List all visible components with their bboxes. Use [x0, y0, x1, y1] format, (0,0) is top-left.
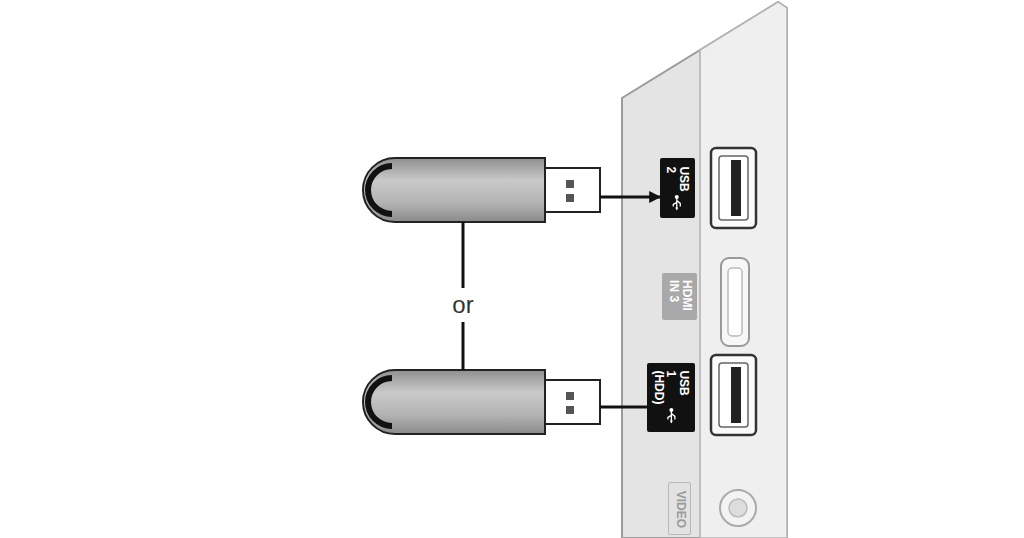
port-label: USB 2 — [660, 158, 695, 218]
usb-symbol — [672, 194, 682, 210]
usb-flash-drive — [363, 158, 660, 222]
label-row: VIDEO — [674, 490, 687, 527]
port-label: USB 1 (HDD) — [647, 363, 695, 432]
hdmi-port — [721, 258, 749, 346]
label-row: USB 2 — [665, 166, 690, 210]
usb-flash-drive — [363, 370, 660, 434]
video-jack — [720, 490, 756, 526]
port-label: HDMI IN 3 — [662, 273, 697, 320]
or-label: or — [449, 292, 476, 318]
usb-port — [711, 148, 756, 228]
label-row: USB 1 (HDD) — [652, 370, 690, 423]
port-name: HDMI IN 3 — [667, 280, 692, 313]
label-row: HDMI IN 3 — [667, 280, 692, 313]
port-name: USB 2 — [665, 166, 690, 191]
port-name: VIDEO — [674, 490, 687, 527]
usb-symbol — [666, 407, 676, 423]
port-label: VIDEO — [668, 482, 691, 535]
usb-port — [711, 355, 756, 435]
port-name: USB 1 (HDD) — [652, 370, 690, 404]
tv-panel — [622, 2, 787, 538]
